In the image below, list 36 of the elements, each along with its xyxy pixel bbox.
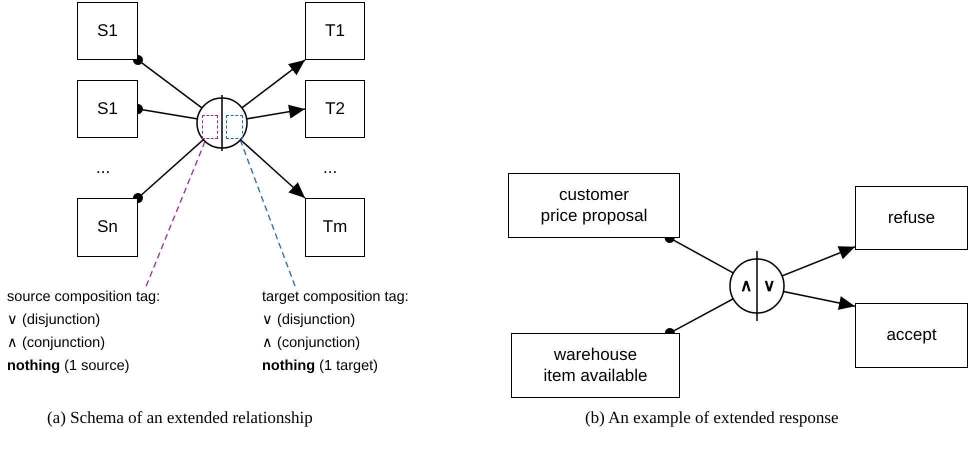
figure-caption: (b) An example of extended response xyxy=(585,408,838,428)
tag-option: ∧ (conjunction) xyxy=(7,332,247,355)
connector-line xyxy=(133,139,204,203)
process-box: refuse xyxy=(855,186,968,250)
arrow xyxy=(782,246,856,277)
tag-option: nothing (1 source) xyxy=(7,355,247,378)
process-box: accept xyxy=(855,303,968,368)
composition-tag-box xyxy=(202,115,218,139)
tag-option: nothing (1 target) xyxy=(262,355,482,378)
junction-circle xyxy=(729,251,785,321)
process-box: S1 xyxy=(77,80,138,138)
tag-heading: source composition tag: xyxy=(7,288,162,307)
ellipsis: ... xyxy=(96,158,110,178)
process-box: T2 xyxy=(305,80,365,138)
ellipsis: ... xyxy=(323,158,338,178)
junction-circle xyxy=(196,95,248,151)
arrow xyxy=(240,139,306,199)
logic-operator-symbol: ∨ xyxy=(763,275,775,296)
arrow xyxy=(241,59,306,108)
figure-caption: (a) Schema of an extended relationship xyxy=(47,408,313,428)
tag-option: ∨ (disjunction) xyxy=(7,309,247,332)
leader-line xyxy=(239,138,296,286)
tag-heading: target composition tag: xyxy=(262,288,410,307)
process-box: customer price proposal xyxy=(508,173,680,238)
process-box: warehouse item available xyxy=(511,333,680,398)
tag-option: ∧ (conjunction) xyxy=(262,332,482,355)
connector-line xyxy=(133,55,202,109)
tag-option: ∨ (disjunction) xyxy=(262,309,482,332)
process-box: Sn xyxy=(77,198,138,257)
process-box: Tm xyxy=(305,198,365,257)
process-box: S1 xyxy=(77,2,138,60)
arrow xyxy=(246,104,306,120)
composition-tag-box xyxy=(226,115,243,139)
logic-operator-symbol: ∧ xyxy=(740,275,752,296)
arrow xyxy=(783,290,856,310)
process-box: T1 xyxy=(305,2,365,60)
